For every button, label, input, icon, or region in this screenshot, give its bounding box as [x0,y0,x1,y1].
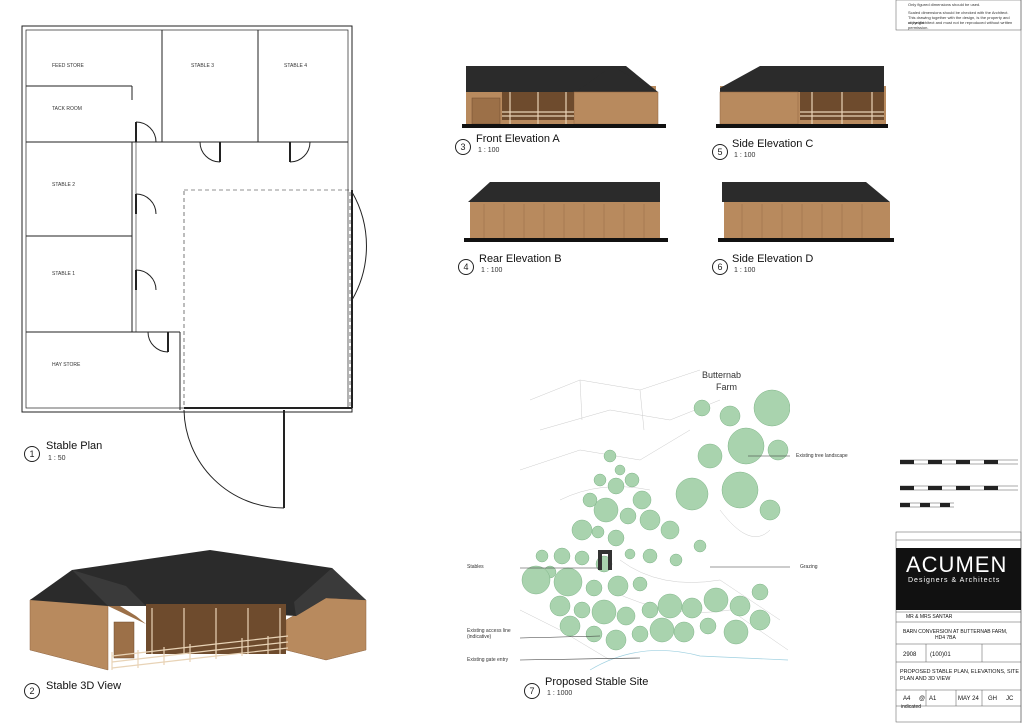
brand-logo: ACUMEN [906,552,1008,577]
view-scale-front-a: 1 : 100 [478,147,500,154]
view-scale-rear-b: 1 : 100 [481,267,503,274]
brand-panel [896,548,1021,610]
view-number-plan: 1 [24,446,40,462]
room-label-tack-room: TACK ROOM [52,106,82,112]
drawn-by: GH [988,696,997,702]
view-title-side-c: Side Elevation C [732,138,814,150]
callout-stables: Stables [467,564,484,570]
drawing-date: MAY 24 [958,696,979,702]
note-line-4: of the Architect and must not be reprodu… [908,20,1013,25]
checked-by: JC [1006,696,1014,702]
note-line-1: Only figured dimensions should be used. [908,2,981,7]
view-title-front-a: Front Elevation A [476,133,560,145]
plan-outer-wall [21,25,353,413]
drawing-title-line1: PROPOSED STABLE PLAN, ELEVATIONS, SITE [900,669,1019,675]
note-line-5: permission. [908,25,929,30]
view-scale-site: 1 : 1000 [547,690,573,697]
drawing-title-line2: PLAN AND 3D VIEW [900,676,951,682]
project-title-line1: BARN CONVERSION AT BUTTERNAB FARM, [903,629,1008,635]
room-label-stable-2: STABLE 2 [52,182,75,188]
view-number-site: 7 [524,683,540,699]
room-label-feed-store: FEED STORE [52,63,84,69]
room-label-hay-store: HAY STORE [52,362,81,368]
view-number-front-a: 3 [455,139,471,155]
stable-3d-view-drawing [29,550,367,671]
room-label-stable-1: STABLE 1 [52,271,75,277]
farm-name-line2: Farm [716,382,738,392]
north-arrow-icon-mark [794,369,812,387]
drawing-scale: A1 [929,696,937,702]
rear-elevation-b-drawing [464,182,668,242]
view-scale-side-d: 1 : 100 [734,267,756,274]
brand-tagline: Designers & Architects [908,577,1001,584]
site-farm-name: Butternab Farm [702,369,741,393]
scale-indicated: indicated [901,704,922,710]
callout-existing-trees: Existing tree landscape [796,453,848,459]
view-scale-side-c: 1 : 100 [734,152,756,159]
sheet-size: A4 [903,696,911,702]
client-name: MR & MRS SANTAR [906,614,953,620]
view-number-side-c: 5 [712,144,728,160]
site-trees [521,389,790,651]
view-title-site: Proposed Stable Site [545,676,649,688]
callout-existing-access: Existing access line (indicative) [467,628,511,640]
callout-access-line1: Existing access line [467,628,511,634]
front-elevation-a-drawing [462,66,666,128]
graphic-scale-bars [900,459,1018,508]
drawing-number: (100)01 [930,652,951,658]
farm-name-line1: Butternab [702,370,742,380]
stable-plan-drawing [21,25,367,509]
view-title-3d: Stable 3D View [46,680,122,692]
view-number-side-d: 6 [712,259,728,275]
title-block-frame [895,0,1022,723]
note-line-3: This drawing together with the design, i… [908,15,1010,25]
note-line-2: Scaled dimensions should be checked with… [908,10,1009,15]
site-stable-footprint [598,550,612,570]
room-label-stable-4: STABLE 4 [284,63,307,69]
room-label-stable-3: STABLE 3 [191,63,214,69]
view-title-side-d: Side Elevation D [732,253,814,265]
callout-access-line2: (indicative) [467,634,492,640]
callout-grazing: Grazing [800,564,818,570]
project-title-line2: HD4 7BA [935,635,956,641]
side-elevation-c-drawing [716,66,888,128]
view-title-plan: Stable Plan [46,440,103,452]
scale-prefix: @ [919,696,926,702]
site-plan-drawing [520,360,790,674]
callout-existing-gate: Existing gate entry [467,657,509,663]
job-number: 2908 [903,652,917,658]
view-number-rear-b: 4 [458,259,474,275]
side-elevation-d-drawing [718,182,894,242]
view-number-3d: 2 [24,683,40,699]
view-title-rear-b: Rear Elevation B [479,253,562,265]
view-scale-plan: 1 : 50 [48,455,66,462]
